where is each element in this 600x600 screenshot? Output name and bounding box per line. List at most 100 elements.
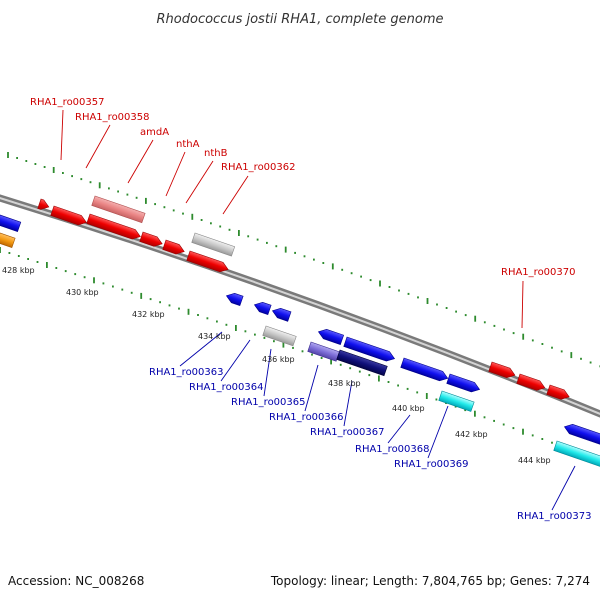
lower-tick: [282, 341, 285, 348]
gene-ro00364[interactable]: [253, 300, 272, 316]
upper-tick: [493, 324, 496, 327]
lower-tick: [206, 317, 209, 320]
leader-line: [263, 348, 272, 397]
gene-left-orange[interactable]: [0, 232, 16, 249]
gene-ro00369a[interactable]: [446, 373, 481, 394]
lower-tick: [83, 276, 86, 279]
gene-amdA-upper[interactable]: [91, 195, 146, 224]
leader-line: [127, 139, 154, 184]
axis-label-438: 438 kbp: [328, 379, 361, 388]
upper-tick: [369, 279, 372, 282]
lower-tick: [216, 320, 218, 323]
leader-line: [85, 124, 111, 169]
upper-tick: [256, 238, 259, 241]
gene-ro00357[interactable]: [37, 198, 51, 212]
gene-label-ro00365[interactable]: RHA1_ro00365: [231, 397, 306, 408]
gene-ro00373a[interactable]: [563, 422, 600, 445]
gene-label-ro00364[interactable]: RHA1_ro00364: [189, 382, 264, 393]
map-title: Rhodococcus jostii RHA1, complete genome: [157, 12, 444, 27]
lower-tick: [378, 375, 380, 382]
axis-labels: 428 kbp 430 kbp 432 kbp 434 kbp 436 kbp …: [2, 266, 551, 465]
lower-tick: [292, 346, 294, 349]
gene-label-ro00357[interactable]: RHA1_ro00357: [30, 97, 105, 108]
axis-label-444: 444 kbp: [518, 456, 551, 465]
lower-tick: [168, 304, 171, 307]
lower-tick: [254, 333, 256, 336]
leader-line: [60, 109, 64, 161]
axis-label-442: 442 kbp: [455, 430, 488, 439]
gene-ro00364b[interactable]: [271, 306, 292, 322]
gene-ro00367[interactable]: [343, 336, 396, 363]
gene-ro00361[interactable]: [191, 232, 236, 257]
gene-features: [0, 195, 600, 468]
label-leader-lines: [60, 109, 576, 511]
lower-tick: [74, 273, 77, 276]
gene-ro00365[interactable]: [262, 325, 297, 347]
gene-label-ro00369[interactable]: RHA1_ro00369: [394, 459, 469, 470]
gene-ro00362[interactable]: [186, 250, 230, 274]
gene-label-ro00367[interactable]: RHA1_ro00367: [310, 427, 385, 438]
gene-label-amdA[interactable]: amdA: [140, 127, 169, 138]
lower-tick: [102, 282, 105, 285]
upper-tick: [52, 167, 55, 173]
upper-tick: [98, 182, 101, 189]
upper-tick: [126, 193, 129, 196]
gene-nthB[interactable]: [162, 239, 186, 256]
lower-tick: [36, 261, 39, 263]
gene-ro00369[interactable]: [438, 390, 475, 412]
lower-tick: [244, 330, 247, 333]
upper-tick: [512, 332, 515, 335]
upper-tick: [71, 175, 73, 178]
upper-tick: [284, 246, 287, 253]
upper-tick: [108, 187, 110, 190]
gene-label-nthB[interactable]: nthB: [204, 148, 228, 159]
gene-ro00358[interactable]: [50, 205, 88, 227]
lower-tick: [474, 410, 476, 417]
lower-tick: [339, 363, 342, 366]
axis-label-436: 436 kbp: [262, 355, 295, 364]
gene-ro00373[interactable]: [553, 440, 600, 468]
gene-label-nthA[interactable]: nthA: [176, 139, 200, 150]
upper-tick: [117, 190, 119, 193]
leader-line: [387, 414, 411, 444]
lower-tick: [358, 370, 361, 373]
gene-ro00370[interactable]: [488, 361, 517, 380]
gene-label-ro00368[interactable]: RHA1_ro00368: [355, 444, 430, 455]
lower-tick: [397, 384, 399, 387]
gene-ro00366b[interactable]: [307, 341, 340, 362]
gene-ro00366[interactable]: [317, 327, 345, 345]
gene-label-ro00363[interactable]: RHA1_ro00363: [149, 367, 224, 378]
upper-tick: [163, 206, 166, 209]
axis-label-440: 440 kbp: [392, 404, 425, 413]
upper-tick: [589, 361, 592, 364]
upper-tick: [191, 213, 194, 220]
gene-label-ro00373[interactable]: RHA1_ro00373: [517, 511, 592, 522]
gene-ro00371[interactable]: [516, 373, 547, 393]
gene-left-blue[interactable]: [0, 214, 22, 232]
gene-amdA[interactable]: [86, 213, 142, 241]
gene-nthA[interactable]: [139, 231, 164, 249]
upper-tick: [172, 209, 175, 212]
lower-tick: [263, 336, 266, 339]
gene-label-ro00358[interactable]: RHA1_ro00358: [75, 112, 150, 123]
lower-tick: [522, 428, 524, 435]
gene-ro00368[interactable]: [400, 357, 450, 383]
lower-tick: [454, 405, 457, 408]
gene-label-ro00366[interactable]: RHA1_ro00366: [269, 412, 344, 423]
lower-tick: [0, 247, 1, 253]
gene-ro00367b[interactable]: [336, 349, 388, 377]
upper-tick: [474, 315, 477, 322]
gene-ro00372[interactable]: [546, 384, 571, 402]
upper-tick: [7, 152, 9, 158]
gene-ro00363[interactable]: [225, 291, 244, 307]
leader-line: [220, 339, 251, 382]
lower-tick: [140, 292, 143, 299]
upper-tick: [303, 255, 306, 258]
lower-tick: [464, 409, 467, 412]
gene-label-ro00370[interactable]: RHA1_ro00370: [501, 267, 576, 278]
gene-label-ro00362[interactable]: RHA1_ro00362: [221, 162, 296, 173]
upper-tick: [34, 163, 37, 165]
lower-tick: [311, 353, 313, 356]
leader-line: [551, 465, 576, 511]
